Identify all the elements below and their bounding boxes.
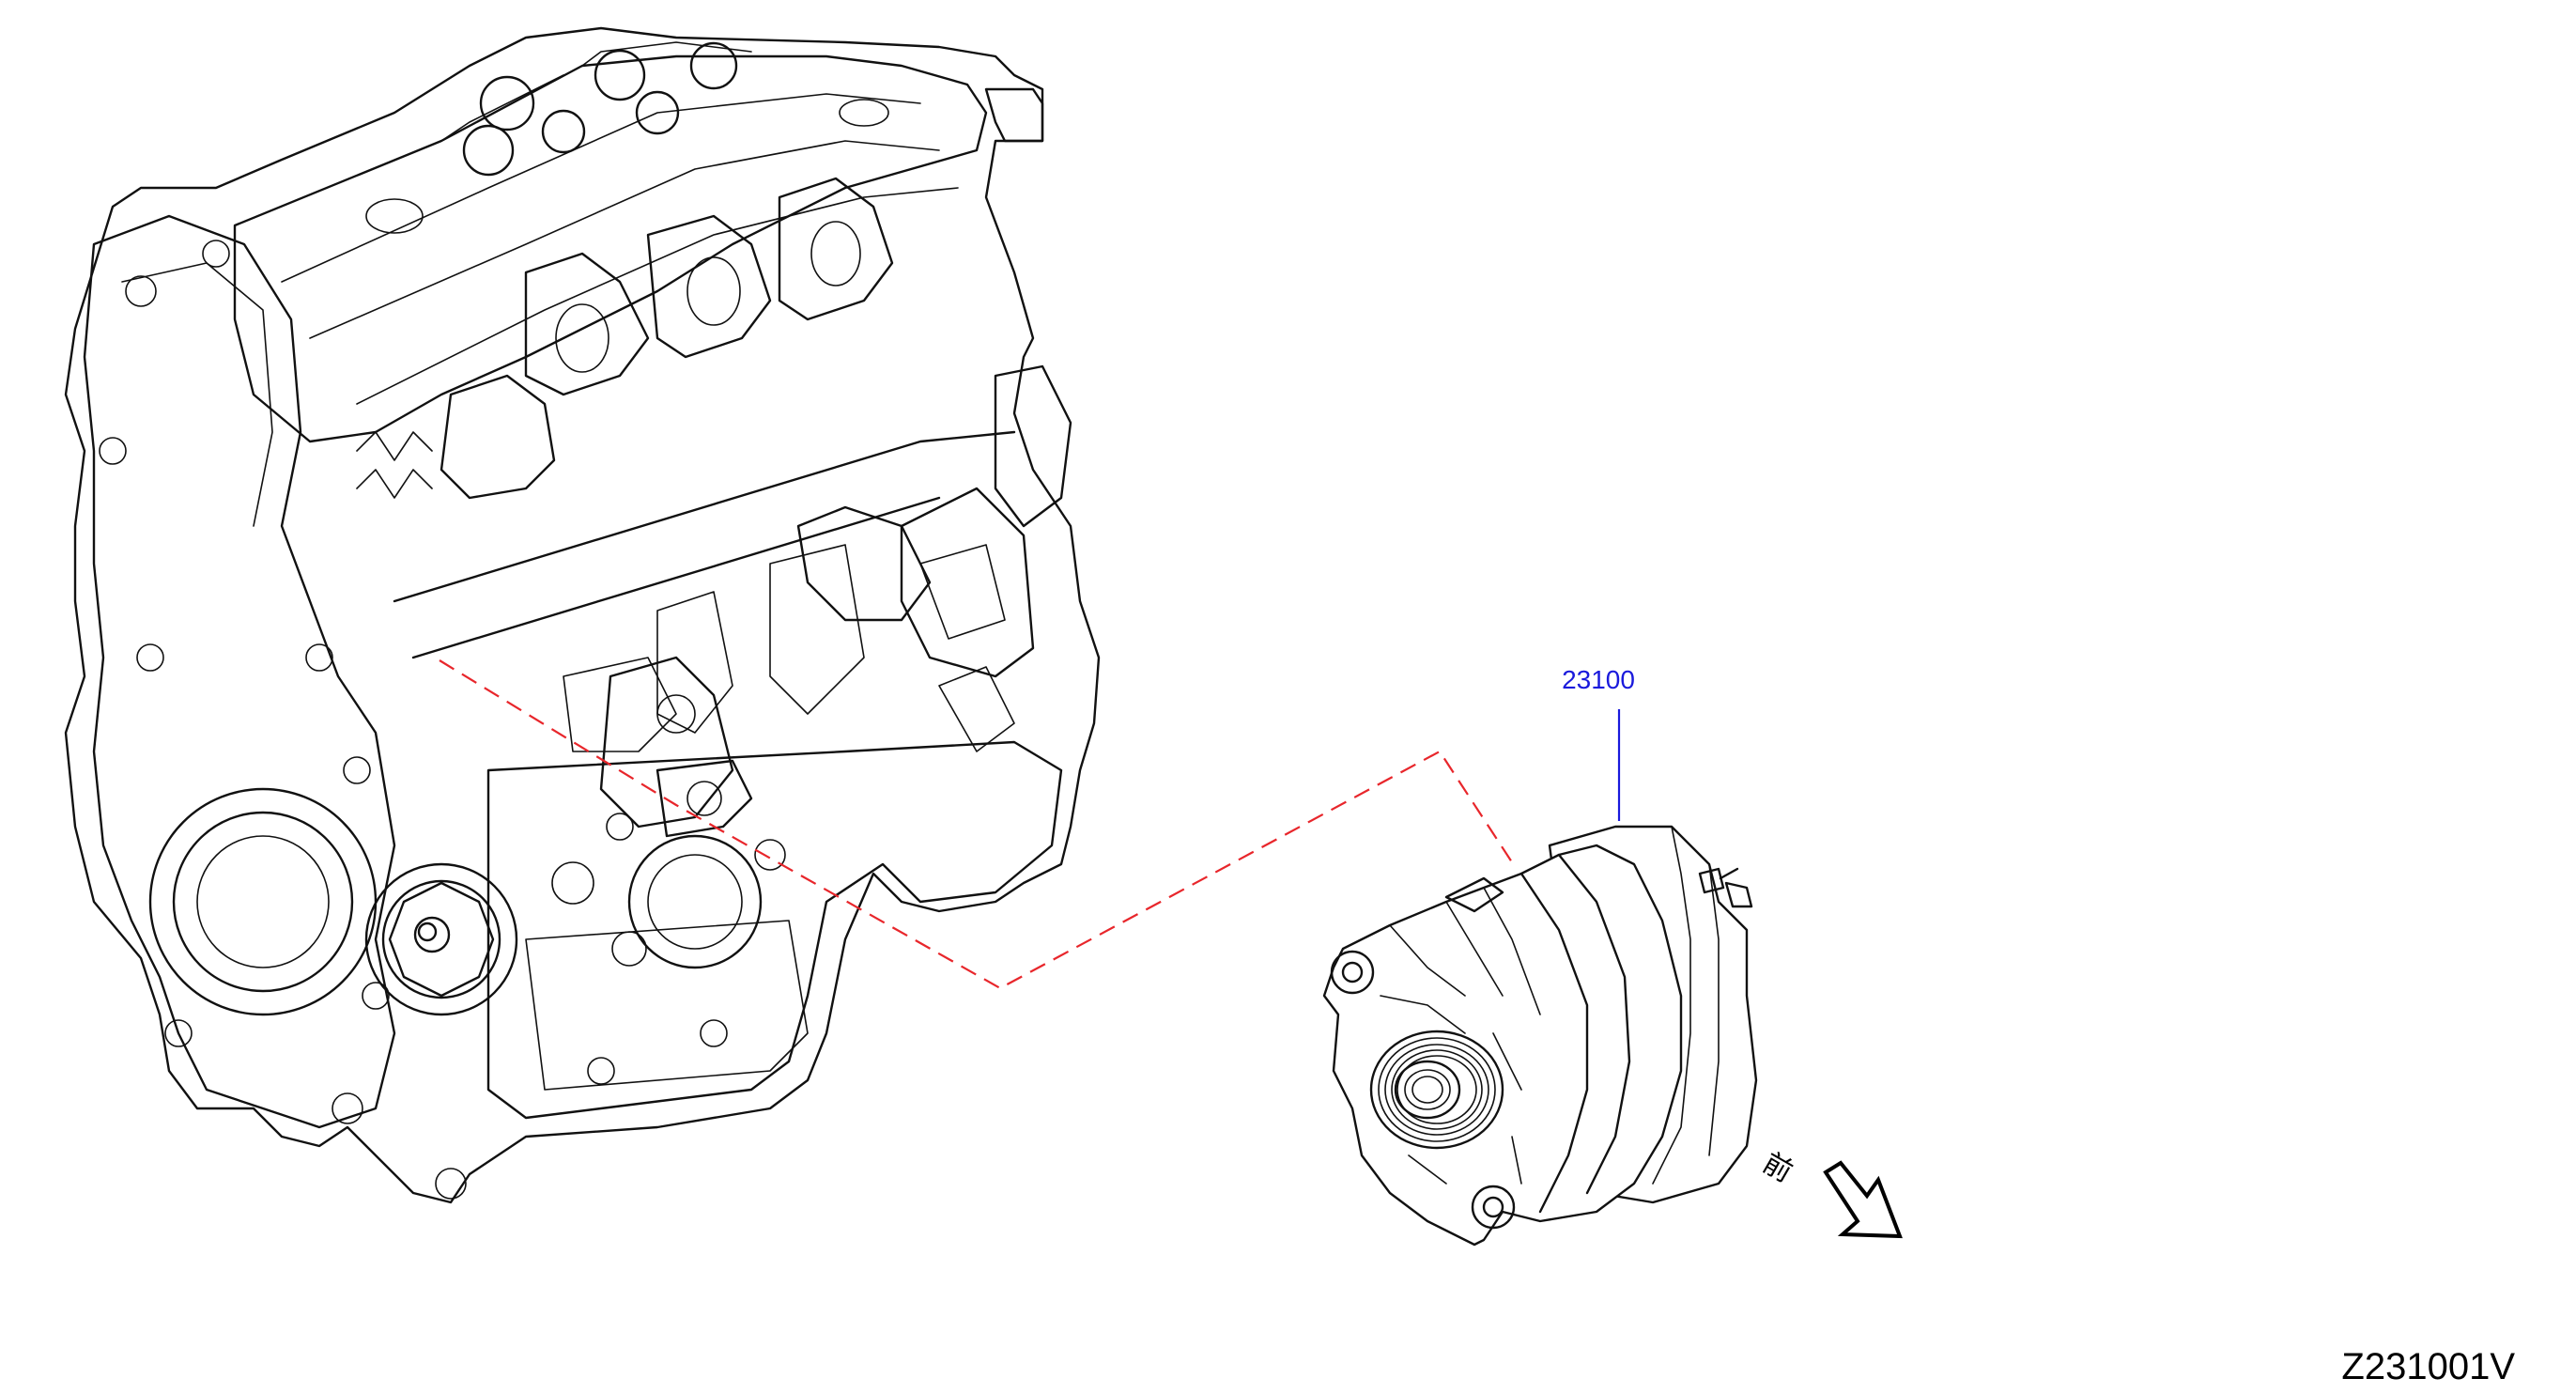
part-number-label[interactable]: 23100 [1562, 665, 1635, 694]
front-indicator-label: 前 [1757, 1147, 1797, 1189]
mounting-leader-dashed-line [439, 659, 1515, 990]
block-side-ribs [393, 364, 1072, 752]
diagram-code-label: Z231001V [2341, 1346, 2515, 1387]
front-arrow-icon [1823, 1160, 1903, 1239]
thermostat-housing [551, 656, 786, 969]
intake-runners [440, 177, 894, 500]
alternator-pulley [1369, 1030, 1504, 1150]
cam-cap-plugs [365, 41, 889, 234]
water-pump-pulley [364, 862, 518, 1016]
oil-pan [435, 740, 1063, 1200]
mounting-leader-lines [439, 659, 1515, 990]
alternator-illustration [1322, 825, 1758, 1247]
callout-23100: 23100 [1562, 665, 1635, 821]
front-direction-indicator: 前 [1757, 1147, 1903, 1239]
timing-cover [83, 214, 433, 1129]
engine-assembly-illustration [64, 26, 1101, 1204]
